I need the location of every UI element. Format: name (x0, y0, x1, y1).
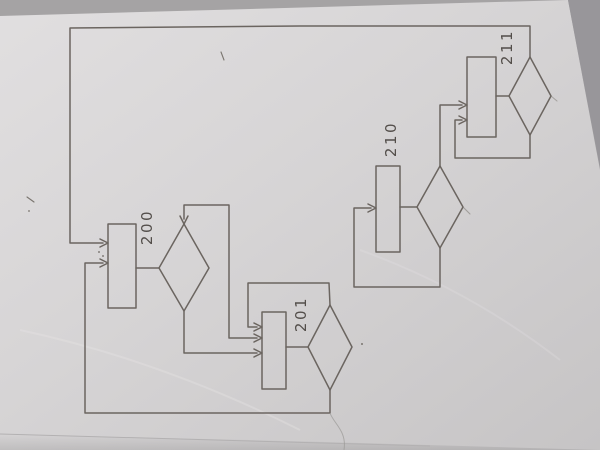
edge-d201bottom-to-r200 (84, 262, 331, 414)
process-rect-200 (107, 223, 137, 309)
edge-d211top-to-r200 (69, 25, 531, 244)
edge-d200top-r201 (183, 204, 258, 339)
paper-crease-line (329, 412, 345, 450)
pencil-overshoot-d211 (550, 95, 558, 102)
process-rect-211 (466, 56, 497, 138)
paper-wrinkle (359, 249, 561, 361)
stray-dot (98, 251, 100, 253)
arrowhead-into-rect201-middle (253, 333, 263, 343)
edge-d201top-to-r201 (247, 282, 331, 328)
stray-tick-mark (220, 51, 225, 61)
stray-dot (28, 210, 30, 212)
arrowhead-into-rect200-upper (99, 238, 109, 248)
edge-d211bottom-to-r211 (454, 119, 531, 159)
node-label-210: 210 (382, 121, 400, 157)
process-rect-201 (261, 311, 287, 390)
arrowhead-into-rect211-upper (458, 100, 468, 110)
arrowhead-into-rect210 (367, 203, 377, 213)
node-211: 211 (466, 29, 552, 138)
stray-margin-mark (26, 196, 35, 203)
stray-dot (102, 255, 104, 257)
arrowhead-into-rect211-lower (458, 115, 468, 125)
pencil-overshoot-d210 (462, 206, 471, 215)
node-label-211: 211 (498, 29, 516, 65)
edge-d210bottom-to-r210 (353, 207, 441, 288)
edge-d200bottom-to-r201 (183, 310, 258, 354)
stray-dot (361, 343, 363, 345)
node-label-200: 200 (138, 209, 156, 245)
edge-d210top-to-r211 (439, 104, 463, 167)
paper-bottom-edge (0, 433, 431, 447)
arrowhead-into-diamond200-top (179, 215, 189, 225)
node-label-201: 201 (292, 296, 310, 332)
arrowhead-into-rect200-lower (99, 258, 109, 268)
surface-top-right-wedge (568, 0, 600, 168)
arrowhead-into-rect201-lower (253, 348, 263, 358)
process-rect-210 (375, 165, 401, 253)
arrowhead-into-rect201-upper (253, 322, 263, 332)
node-200: 200 (107, 209, 210, 312)
